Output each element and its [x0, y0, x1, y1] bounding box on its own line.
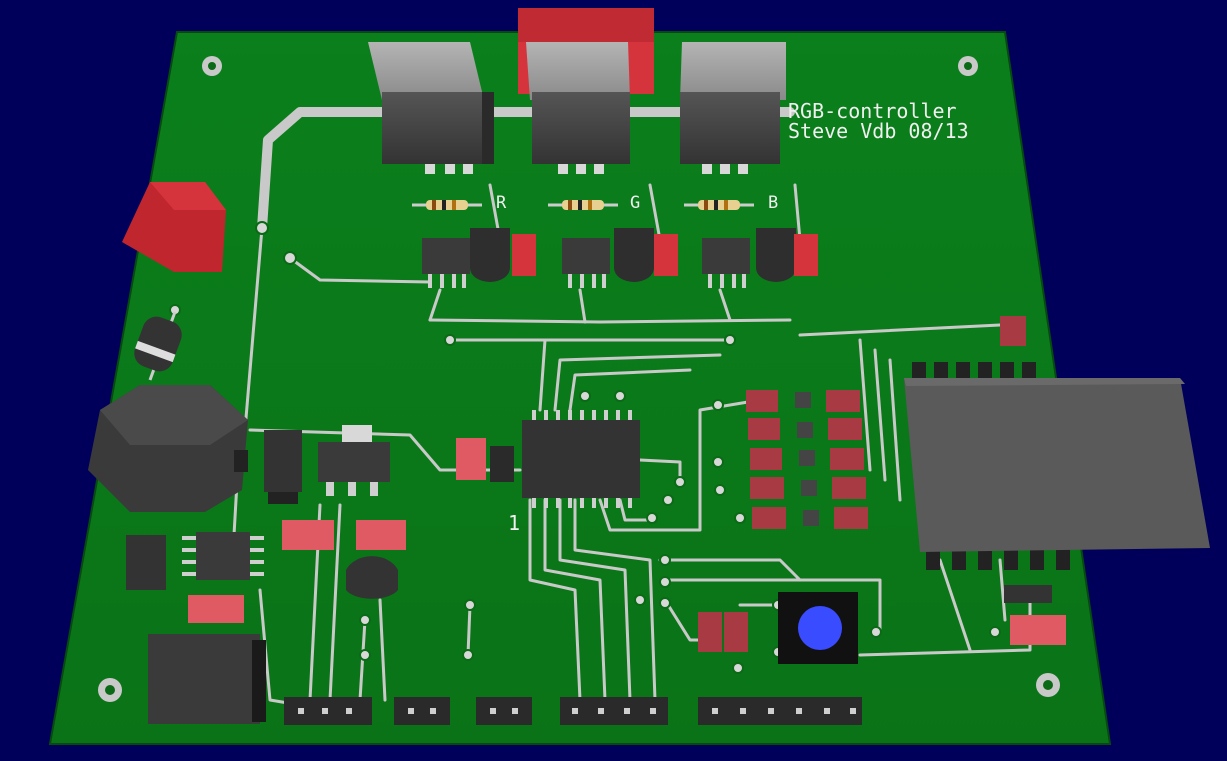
- voltage-regulator: [264, 425, 390, 504]
- pin1-marker: 1: [508, 511, 520, 535]
- copper-traces: [230, 107, 1032, 707]
- smd-components-bottom: [698, 585, 1066, 652]
- board-title-line1: RGB-controller: [788, 99, 957, 123]
- mosfet-heatsinks: [368, 8, 786, 174]
- transistor-array: [746, 316, 1026, 529]
- diode: [134, 311, 182, 381]
- channel-label-r: R: [496, 193, 507, 213]
- channel-drivers: [422, 228, 818, 288]
- dc-jack: [148, 634, 266, 724]
- channel-label-b: B: [768, 193, 778, 213]
- channel-label-g: G: [630, 193, 640, 213]
- inductor: [88, 385, 248, 512]
- board-title-line2: Steve Vdb 08/13: [788, 119, 969, 143]
- mounting-holes: [98, 56, 1060, 702]
- pcb-board: [48, 31, 1112, 745]
- smd-components-left: [126, 520, 406, 623]
- vias: [169, 221, 1001, 674]
- power-connector-block: [122, 182, 226, 272]
- wireless-module: [904, 362, 1210, 570]
- push-button: [778, 592, 858, 664]
- gate-resistors: [412, 200, 754, 210]
- microcontroller: [456, 410, 640, 508]
- pin-headers: [284, 697, 862, 725]
